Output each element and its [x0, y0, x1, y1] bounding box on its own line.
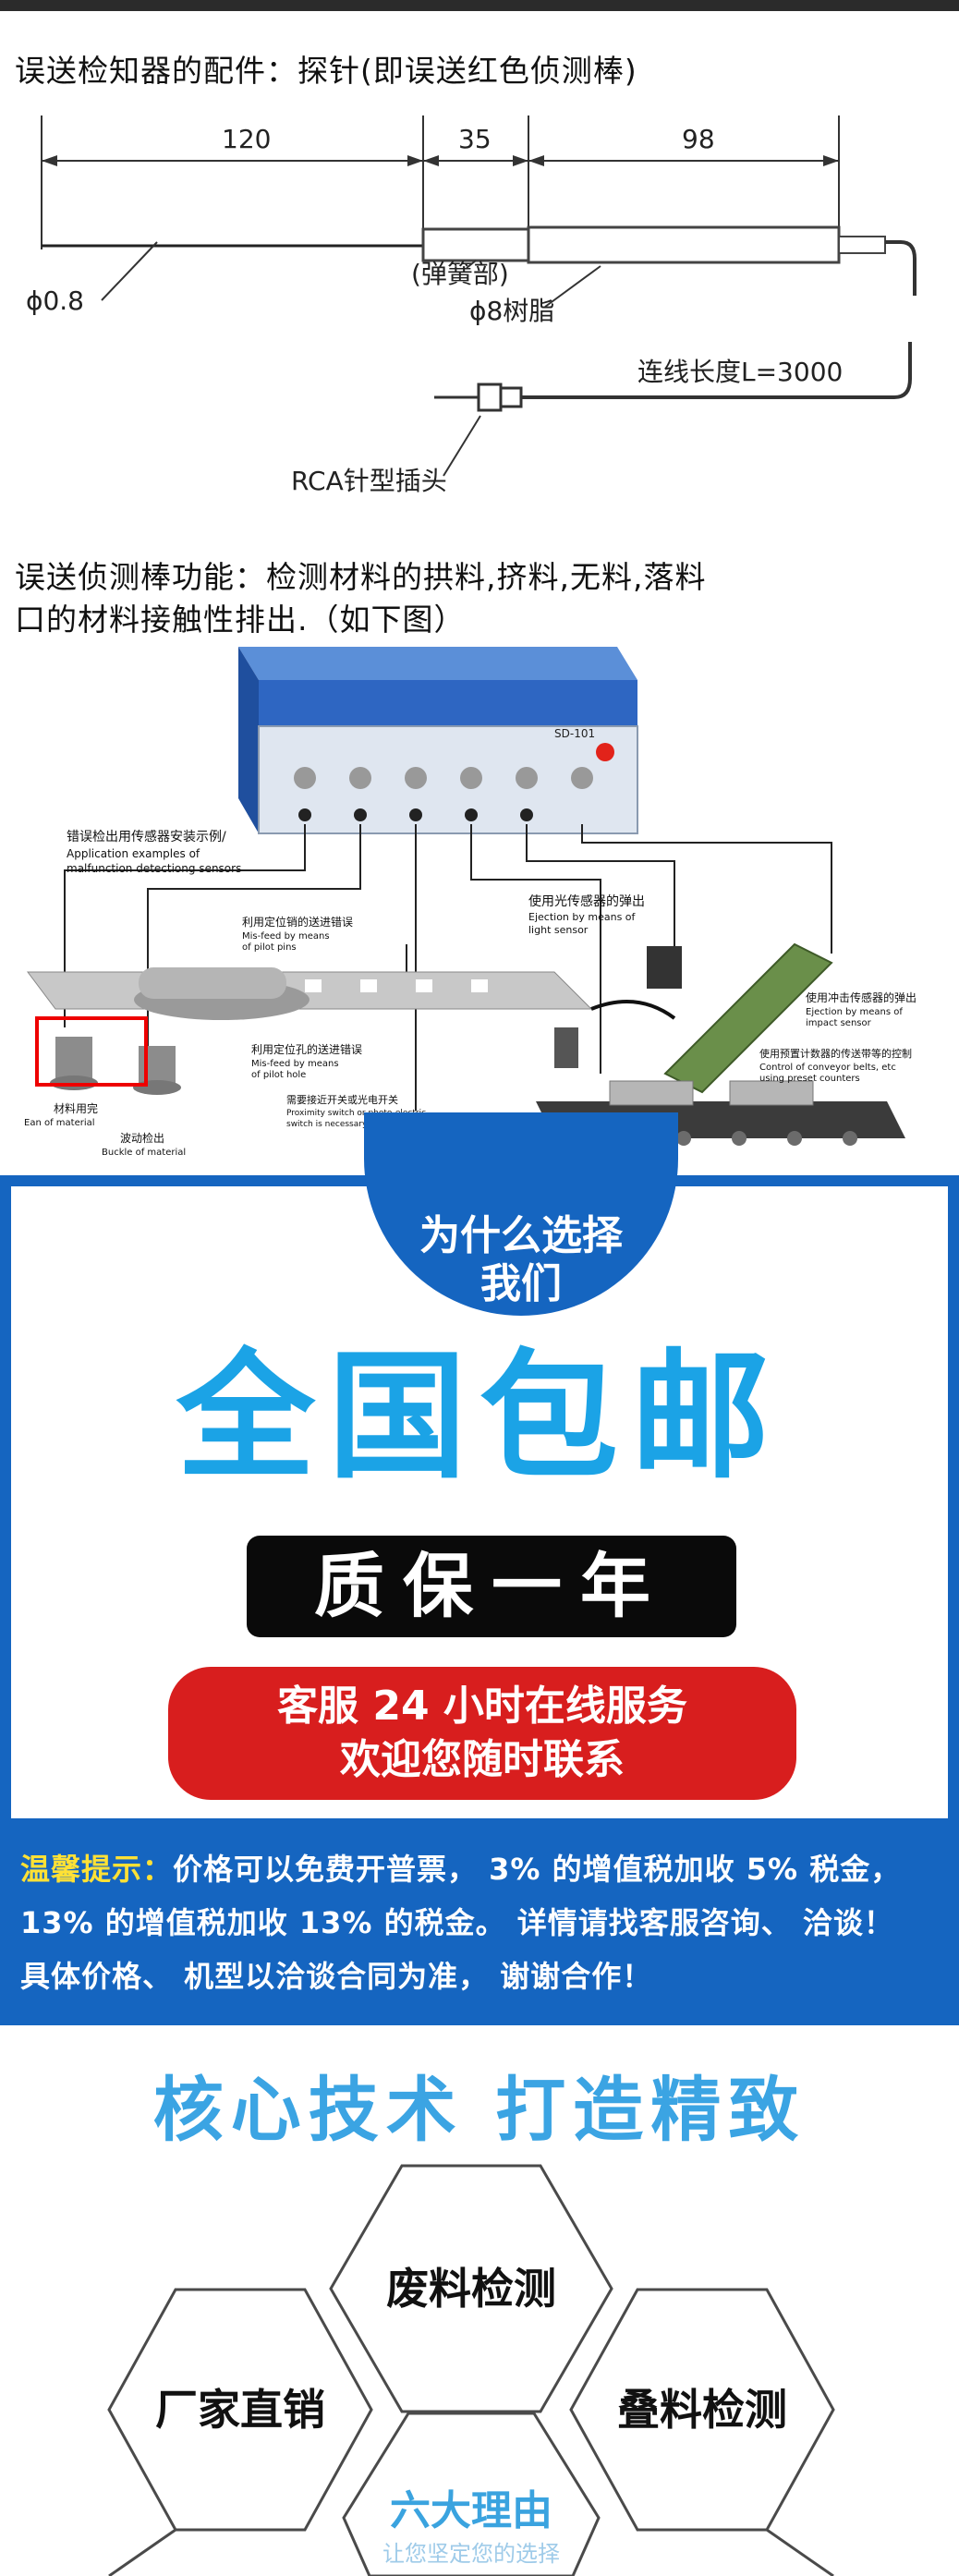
probe-function-line2: 口的材料接触性排出.（如下图）	[15, 601, 466, 638]
hex-top	[329, 2164, 613, 2413]
tips-label: 温馨提示：	[20, 1852, 174, 1887]
caption-proximity-en2: switch is necessary	[286, 1120, 368, 1129]
top-dark-bar	[0, 0, 959, 11]
free-shipping-headline: 全国包邮	[176, 1337, 783, 1498]
caption-light-sensor-en2: light sensor	[528, 924, 589, 936]
why-inner-panel: 为什么选择 我们 全国包邮 质保一年 客服 24 小时在线服务 欢迎您随时联系	[11, 1112, 948, 1818]
dimension-120: 120	[222, 124, 271, 154]
caption-impact-sensor-en2: impact sensor	[806, 1018, 872, 1028]
caption-impact-sensor-en1: Ejection by means of	[806, 1007, 903, 1017]
six-reasons-hexagons: 废料检测 厂家直销 叠料检测 六大理由 让您坚定您的选择	[107, 2164, 835, 2576]
caption-buckle-en: Buckle of material	[102, 1148, 186, 1158]
center-title: 六大理由	[390, 2487, 552, 2534]
caption-application-en1: Application examples of	[67, 847, 200, 860]
service-banner: 客服 24 小时在线服务 欢迎您随时联系	[168, 1667, 796, 1800]
center-subtitle: 让您坚定您的选择	[382, 2541, 560, 2567]
caption-end-material-cn: 材料用完	[54, 1101, 98, 1115]
caption-pilot-pin-en1: Mis-feed by means	[242, 931, 330, 942]
hex-left	[107, 2288, 373, 2532]
service-line2: 欢迎您随时联系	[340, 1736, 625, 1783]
caption-light-sensor-en1: Ejection by means of	[528, 911, 637, 923]
hex-top-label: 废料检测	[386, 2264, 556, 2314]
device-model: SD-101	[554, 727, 595, 740]
caption-counter-en1: Control of conveyor belts, etc	[759, 1063, 896, 1073]
tips-line1: 价格可以免费开普票， 3% 的增值税加收 5% 税金，	[173, 1852, 902, 1887]
warranty-badge: 质保一年	[247, 1536, 736, 1637]
probe-accessory-title: 误送检知器的配件：探针(即误送红色侦测棒)	[15, 53, 637, 89]
application-illustration: SD-101 错误检出用传感器安装示例/ Application example	[24, 647, 917, 1158]
caption-pilot-pin-cn: 利用定位销的送进错误	[242, 915, 353, 929]
caption-pilot-hole-en1: Mis-feed by means	[251, 1059, 339, 1069]
caption-application-en2: malfunction detectiong sensors	[67, 862, 241, 875]
caption-proximity-en1: Proximity switch or photo-electric	[286, 1109, 426, 1118]
label-resin: ϕ8树脂	[469, 296, 554, 326]
caption-impact-sensor-cn: 使用冲击传感器的弹出	[806, 990, 917, 1004]
caption-buckle-cn: 波动检出	[120, 1131, 164, 1145]
caption-pilot-pin-en2: of pilot pins	[242, 942, 297, 953]
highlight-box	[35, 1016, 148, 1087]
caption-application-cn: 错误检出用传感器安装示例/	[67, 829, 226, 844]
caption-light-sensor-cn: 使用光传感器的弹出	[528, 893, 645, 909]
dimension-35: 35	[458, 124, 492, 154]
dimension-98: 98	[682, 124, 715, 154]
caption-end-material-en: Ean of material	[24, 1118, 95, 1128]
tips-block: 温馨提示：价格可以免费开普票， 3% 的增值税加收 5% 税金， 13% 的增值…	[20, 1842, 944, 2003]
caption-pilot-hole-cn: 利用定位孔的送进错误	[251, 1042, 362, 1056]
label-spring: (弹簧部)	[411, 259, 509, 289]
caption-pilot-hole-en2: of pilot hole	[251, 1070, 306, 1080]
probe-function-line1: 误送侦测棒功能：检测材料的拱料,挤料,无料,落料	[15, 559, 707, 595]
why-title-line1: 为什么选择	[419, 1212, 623, 1259]
label-diameter: ϕ0.8	[26, 286, 84, 316]
control-box: SD-101	[238, 647, 638, 834]
caption-counter-cn: 使用预置计数器的传送带等的控制	[759, 1047, 912, 1060]
hex-center	[342, 2412, 601, 2576]
hex-right-label: 叠料检测	[617, 2385, 787, 2435]
why-title: 为什么选择 我们	[364, 1212, 678, 1308]
tips-line2: 13% 的增值税加收 13% 的税金。 详情请找客服咨询、 洽谈！	[20, 1905, 894, 1940]
hex-left-label: 厂家直销	[155, 2385, 325, 2435]
why-choose-us-section: 为什么选择 我们 全国包邮 质保一年 客服 24 小时在线服务 欢迎您随时联系 …	[0, 1112, 959, 2025]
caption-counter-en2: using preset counters	[759, 1074, 860, 1084]
probe-dimension-diagram: 120 35 98 ϕ0.8 (弹簧部) ϕ8树脂 连线长度L=3000 RCA…	[26, 115, 917, 496]
why-title-line2: 我们	[480, 1260, 562, 1307]
service-line1: 客服 24 小时在线服务	[277, 1683, 687, 1730]
core-tech-title: 核心技术 打造精致	[152, 2069, 807, 2151]
tips-line3: 具体价格、 机型以洽谈合同为准， 谢谢合作！	[20, 1959, 653, 1994]
label-cable-length: 连线长度L=3000	[637, 357, 843, 387]
label-rca-plug: RCA针型插头	[291, 466, 447, 496]
caption-proximity-cn: 需要接近开关或光电开关	[286, 1093, 398, 1106]
